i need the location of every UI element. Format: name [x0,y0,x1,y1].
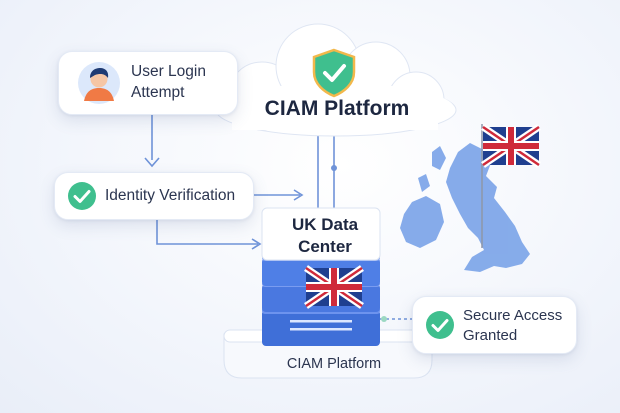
user-card-line1: User Login [131,63,206,80]
cloud-title: CIAM Platform [264,97,410,120]
uk-flag-icon [304,265,364,309]
access-card-line1: Secure Access [463,307,563,324]
uk-flag-icon [481,124,541,168]
connector-dot [381,316,387,322]
arrowhead-right [293,189,304,201]
connector-verify-to-rack [156,220,258,245]
base-platform-label: CIAM Platform [286,356,382,372]
data-center-line2: Center [298,237,352,256]
arrowhead-down [144,157,160,168]
data-center-label: UK Data Center [268,214,382,258]
user-card-line2: Attempt [131,84,185,101]
data-center-line1: UK Data [291,215,359,234]
secure-access-card: Secure Access Granted [412,296,577,354]
shield-check-icon [312,48,356,98]
user-avatar-icon [78,62,120,104]
check-circle-icon [68,182,96,210]
arrowhead-right-2 [251,238,262,250]
identity-card-label: Identity Verification [105,187,236,204]
check-circle-icon [426,311,454,339]
access-card-line2: Granted [463,327,518,344]
identity-verification-card: Identity Verification [54,172,254,220]
connector-dot [331,165,337,171]
user-login-card: User Login Attempt [58,51,238,115]
